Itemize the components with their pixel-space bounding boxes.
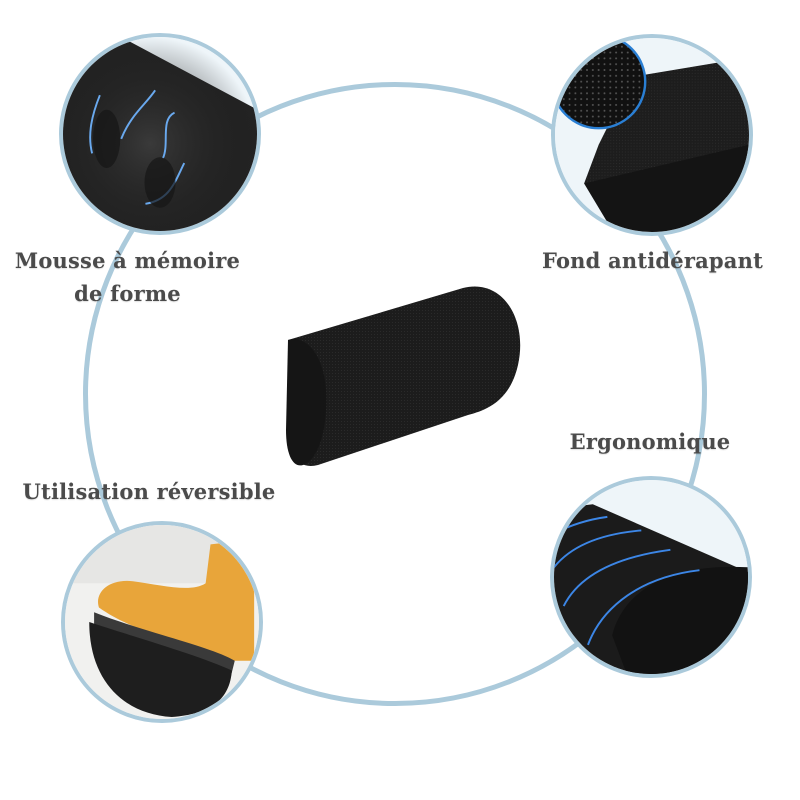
feature-label-line: de forme <box>74 281 181 306</box>
connector-ring <box>83 82 707 706</box>
feature-label-line: Mousse à mémoire <box>14 248 241 273</box>
feature-label-memory-foam: Mousse à mémoire de forme <box>10 244 245 310</box>
feature-label-line: Fond antidérapant <box>542 248 763 273</box>
ergonomic-image <box>550 476 752 678</box>
feature-label-ergonomic: Ergonomique <box>565 425 735 458</box>
feature-label-line: Utilisation réversible <box>22 479 276 504</box>
feature-label-non-slip: Fond antidérapant <box>540 244 765 277</box>
memory-foam-image <box>59 33 261 235</box>
product-image <box>278 280 528 475</box>
non-slip-base-image <box>551 34 753 236</box>
feature-label-line: Ergonomique <box>569 429 731 454</box>
reversible-use-image <box>61 521 263 723</box>
feature-label-reversible: Utilisation réversible <box>18 475 280 508</box>
